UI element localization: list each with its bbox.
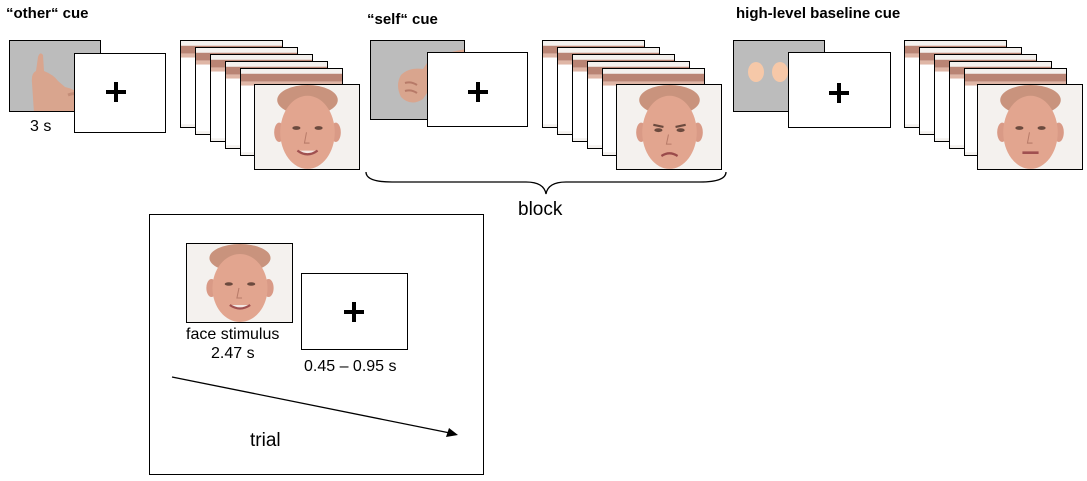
fixation-cross-icon: [468, 82, 488, 102]
fixation-cross-icon: [829, 83, 849, 103]
time-arrow-icon: [171, 376, 458, 437]
trial-fixation-screen: [301, 273, 408, 350]
baseline-cue-heading: high-level baseline cue: [736, 5, 901, 22]
self-cue-heading: “self“ cue: [367, 11, 438, 28]
fixation-duration: 0.45 – 0.95 s: [304, 358, 397, 375]
face-stimulus-duration: 2.47 s: [211, 345, 255, 362]
block-brace: [365, 171, 727, 195]
fixation-cross-icon: [344, 302, 364, 322]
self-cue-fixation-screen: [427, 52, 528, 127]
neutral-face-stimulus: [977, 84, 1083, 170]
face-stimulus-example: [186, 243, 293, 323]
block-label: block: [518, 199, 563, 220]
sad-face-stimulus: [616, 84, 722, 170]
smiling-face-stimulus: [254, 84, 360, 170]
fixation-cross-icon: [106, 82, 126, 102]
trial-label: trial: [250, 430, 281, 451]
other-cue-duration: 3 s: [30, 118, 52, 135]
other-cue-heading: “other“ cue: [6, 5, 89, 22]
face-stimulus-label: face stimulus: [186, 326, 280, 343]
other-cue-fixation-screen: [74, 53, 166, 133]
baseline-cue-fixation-screen: [788, 52, 891, 128]
